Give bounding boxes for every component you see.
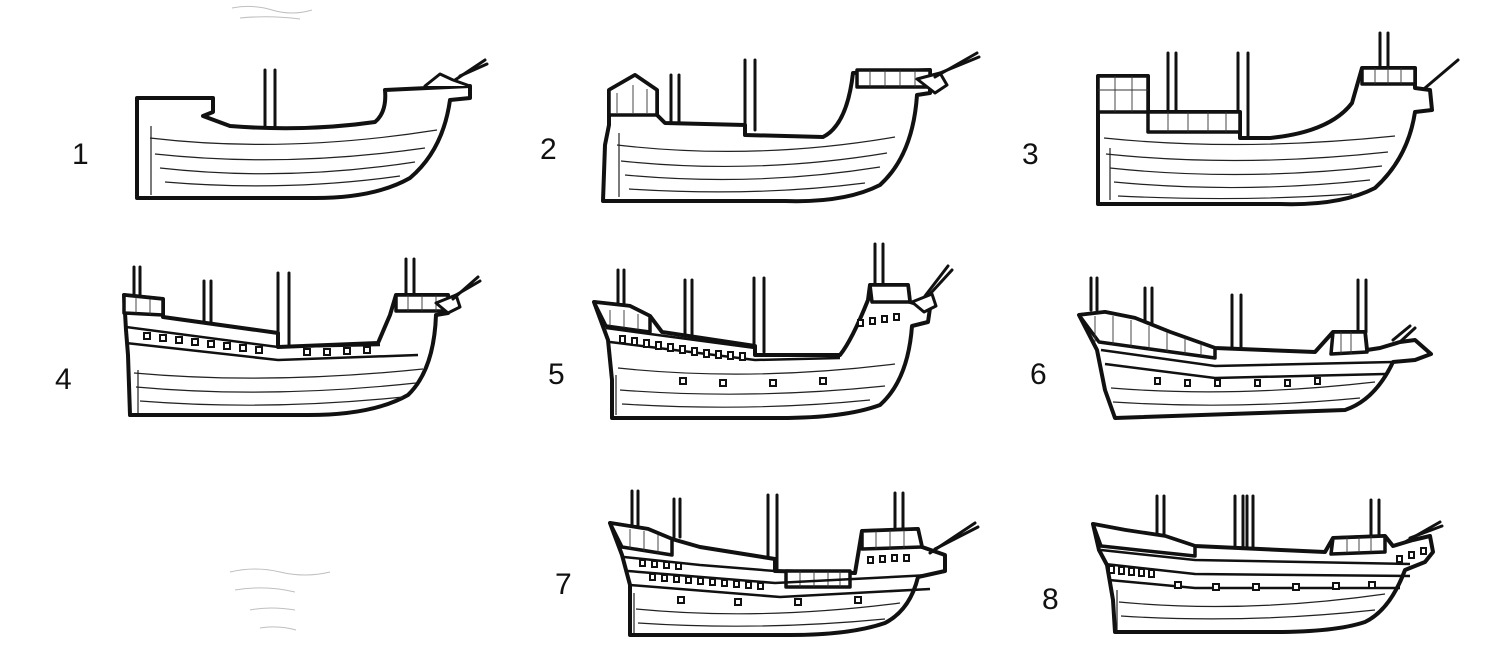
ship-4-illustration <box>122 257 482 417</box>
ship-1-illustration <box>135 58 489 200</box>
gunports-row <box>619 313 900 387</box>
ship-number-label: 2 <box>540 133 557 166</box>
gunports-row <box>143 332 371 356</box>
ship-number-label: 8 <box>1042 583 1059 616</box>
gunports-row <box>1154 377 1321 387</box>
ship-7-illustration <box>608 489 980 637</box>
ship-3-illustration <box>1096 31 1460 207</box>
ship-8-illustration <box>1091 494 1444 634</box>
ship-number-label: 1 <box>72 138 89 171</box>
ship-number-label: 3 <box>1022 138 1039 171</box>
ship-number-label: 6 <box>1030 358 1047 391</box>
ship-2-illustration <box>601 51 981 204</box>
ship-5-illustration <box>592 242 954 420</box>
ship-number-label: 7 <box>555 568 572 601</box>
gunports-row <box>639 554 910 606</box>
ship-6-illustration <box>1077 276 1433 420</box>
gunports-row <box>1108 547 1427 591</box>
ship-number-label: 5 <box>548 358 565 391</box>
ship-number-label: 4 <box>55 363 72 396</box>
